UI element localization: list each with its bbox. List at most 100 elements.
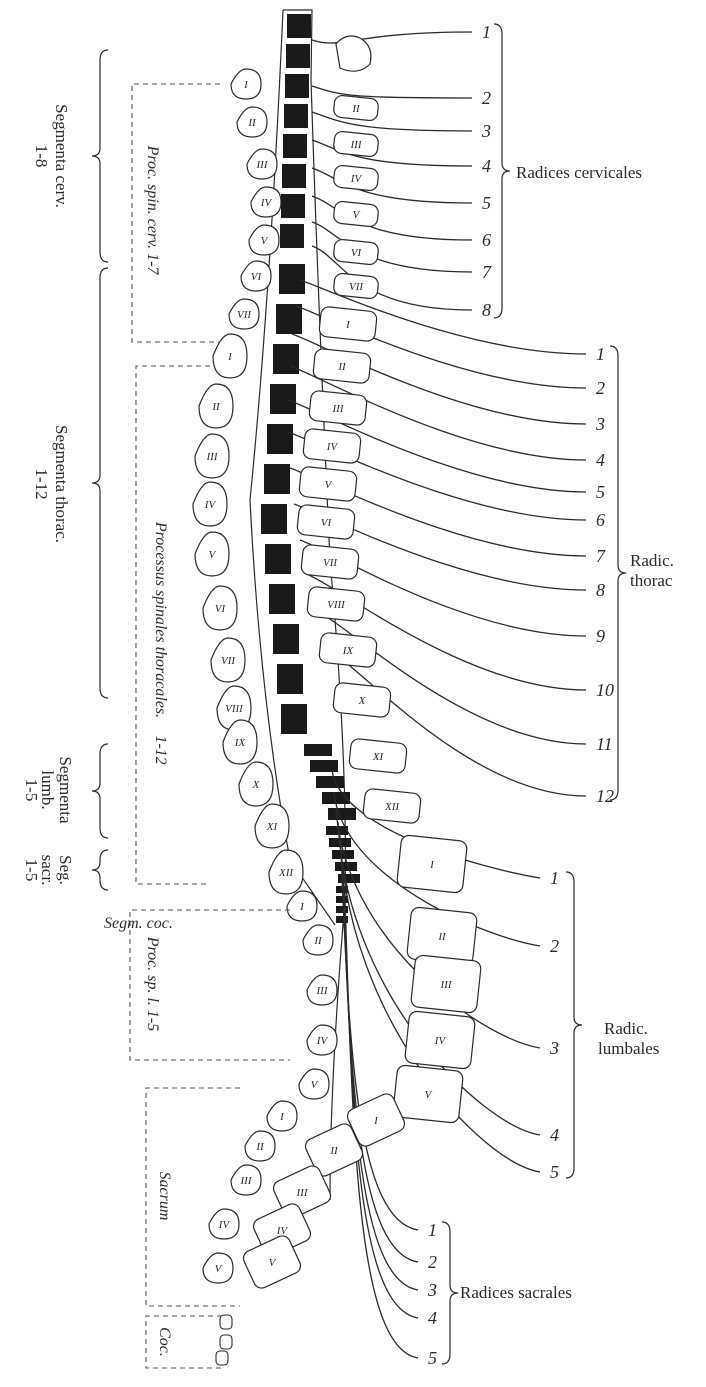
spine-label-sacral-III: III	[240, 1175, 253, 1187]
root-number-thoracic-3: 3	[595, 414, 605, 434]
coccyx-piece	[220, 1315, 232, 1329]
bracket-processus-thoracales	[136, 366, 210, 884]
root-number-sacral-4: 4	[428, 1308, 437, 1328]
brace-radic-lumbales	[566, 872, 582, 1178]
body-label-thoracic-III: III	[332, 403, 345, 415]
body-label-thoracic-IV: IV	[326, 441, 339, 453]
cord-segment	[264, 464, 290, 494]
root-number-lumbar-3: 3	[549, 1038, 559, 1058]
body-label-thoracic-X: X	[358, 695, 367, 707]
seg-sacr-label: Seg.	[56, 855, 75, 885]
cord-segment	[280, 224, 304, 248]
body-label-thoracic-VII: VII	[323, 557, 338, 569]
root-number-thoracic-12: 12	[596, 786, 614, 806]
root-number-cervical-5: 5	[482, 193, 491, 213]
spine-label-thoracic-X: X	[252, 779, 261, 791]
body-label-lumbar-II: II	[437, 931, 447, 943]
cord-segment	[273, 624, 299, 654]
root-number-lumbar-2: 2	[550, 936, 559, 956]
nerve-root-cervical-1	[312, 32, 472, 43]
spine-label-thoracic-IV: IV	[204, 499, 217, 511]
segmenta-thorac-range: 1-12	[32, 468, 51, 499]
body-label-sacral-II: II	[329, 1145, 339, 1157]
spine-label-sacral-II: II	[255, 1141, 265, 1153]
cord-segment	[286, 44, 310, 68]
body-label-cervical-II: II	[351, 103, 361, 115]
body-label-sacral-IV: IV	[276, 1225, 289, 1237]
spine-label-thoracic-II: II	[211, 401, 221, 413]
nerve-root-thoracic-11	[314, 610, 586, 744]
body-label-lumbar-IV: IV	[434, 1035, 447, 1047]
spine-label-lumbar-IV: IV	[316, 1035, 329, 1047]
root-number-thoracic-6: 6	[596, 510, 605, 530]
coccyx-piece	[220, 1335, 232, 1349]
root-number-cervical-3: 3	[481, 121, 491, 141]
cord-segment	[261, 504, 287, 534]
spine-label-thoracic-III: III	[206, 451, 219, 463]
cord-segment	[281, 704, 307, 734]
segmenta-thorac-label: Segmenta thorac.	[52, 425, 71, 543]
root-number-cervical-2: 2	[482, 88, 491, 108]
cord-segment	[277, 664, 303, 694]
proc-spin-cerv-label: Proc. spin. cerv. 1-7	[144, 145, 161, 276]
body-label-thoracic-VI: VI	[321, 517, 333, 529]
segmenta-cerv-range: 1-8	[32, 145, 51, 168]
sacrum-label: Sacrum	[156, 1172, 173, 1221]
spine-label-cervical-IV: IV	[260, 197, 273, 209]
cord-segment	[338, 874, 360, 883]
spine-label-thoracic-VI: VI	[215, 603, 227, 615]
cord-segment	[269, 584, 295, 614]
body-label-thoracic-XI: XI	[372, 751, 385, 763]
brace-radic-thorac	[610, 346, 626, 800]
cord-segment	[283, 134, 307, 158]
label-radic-thorac-2: thorac	[630, 571, 673, 590]
cord-segment	[284, 104, 308, 128]
spine-label-lumbar-II: II	[313, 935, 323, 947]
root-number-sacral-1: 1	[428, 1220, 437, 1240]
spine-label-thoracic-VIII: VIII	[225, 703, 244, 715]
brace-segmenta-lumb	[92, 744, 108, 838]
nerve-root-cervical-2	[312, 86, 472, 98]
root-number-thoracic-9: 9	[596, 626, 605, 646]
segmenta-lumb-range: 1-5	[22, 779, 41, 802]
brace-segmenta-cerv	[92, 50, 108, 262]
body-label-cervical-IV: IV	[350, 173, 363, 185]
cord-segment	[267, 424, 293, 454]
cord-segment	[287, 14, 311, 38]
root-number-sacral-5: 5	[428, 1348, 437, 1368]
root-number-thoracic-8: 8	[596, 580, 605, 600]
coccyx-piece	[216, 1351, 228, 1365]
label-radices-sacrales: Radices sacrales	[460, 1283, 572, 1302]
cord-segment	[336, 896, 348, 903]
cord-segment	[276, 304, 302, 334]
spine-label-thoracic-IX: IX	[234, 737, 247, 749]
spine-label-cervical-VI: VI	[251, 271, 263, 283]
root-number-lumbar-1: 1	[550, 868, 559, 888]
root-number-cervical-4: 4	[482, 156, 491, 176]
body-label-thoracic-IX: IX	[342, 645, 355, 657]
spine-label-lumbar-III: III	[316, 985, 329, 997]
root-number-thoracic-11: 11	[596, 734, 613, 754]
spine-label-thoracic-VII: VII	[221, 655, 236, 667]
brace-segmenta-sacr	[92, 850, 108, 890]
cord-segment	[316, 776, 344, 788]
cord-segment	[285, 74, 309, 98]
brace-segmenta-thorac	[92, 268, 108, 698]
cord-segment	[328, 808, 356, 820]
cord-segment	[279, 264, 305, 294]
root-number-lumbar-4: 4	[550, 1125, 559, 1145]
root-number-thoracic-4: 4	[596, 450, 605, 470]
cord-segment	[310, 760, 338, 772]
root-number-thoracic-2: 2	[596, 378, 605, 398]
root-number-thoracic-1: 1	[596, 344, 605, 364]
root-number-cervical-7: 7	[482, 262, 492, 282]
cord-segment	[282, 164, 306, 188]
spine-label-sacral-IV: IV	[218, 1219, 231, 1231]
root-number-cervical-6: 6	[482, 230, 491, 250]
root-number-lumbar-5: 5	[550, 1162, 559, 1182]
body-label-thoracic-II: II	[337, 361, 347, 373]
root-number-thoracic-7: 7	[596, 546, 606, 566]
body-label-thoracic-VIII: VIII	[327, 599, 346, 611]
